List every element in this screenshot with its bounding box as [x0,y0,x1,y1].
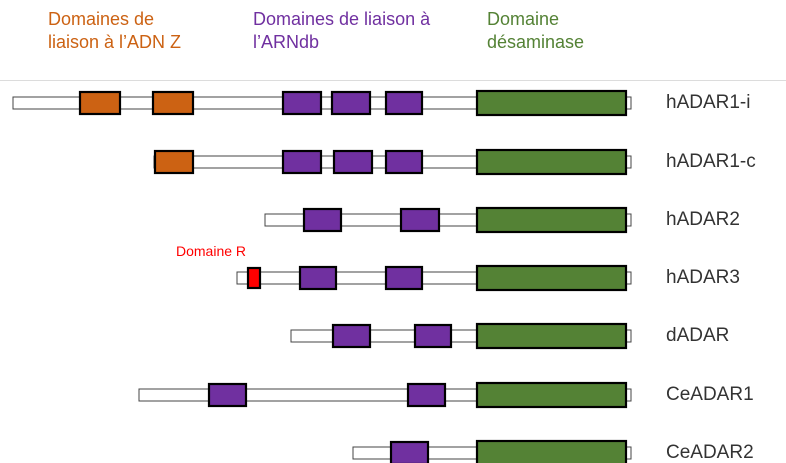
dsrbd-domain [302,207,343,233]
dsrbd-domain [281,149,323,175]
deaminase-domain [475,322,628,350]
dsrbd-domain [281,90,323,116]
protein-label: dADAR [666,325,730,346]
protein-row-hadar3 [236,264,632,292]
dsrbd-domain [384,90,424,116]
protein-row-dadar [290,322,632,350]
protein-row-hadar2 [264,206,632,234]
deaminase-domain [475,381,628,409]
dsrbd-domain [332,149,374,175]
deaminase-domain [475,439,628,463]
protein-label: hADAR1-c [666,151,756,172]
protein-label: hADAR3 [666,267,740,288]
dsrbd-domain [207,382,248,408]
zdna-domain [153,149,195,175]
protein-row-ceadar2 [352,439,632,463]
protein-row-hadar1-i [12,89,632,117]
deaminase-domain [475,206,628,234]
protein-label: CeADAR2 [666,442,754,463]
zdna-domain [78,90,122,116]
protein-label: hADAR2 [666,209,740,230]
deaminase-domain [475,264,628,292]
dsrbd-domain [399,207,441,233]
dsrbd-domain [384,149,424,175]
dsrbd-domain [413,323,453,349]
zdna-domain [151,90,195,116]
dsrbd-domain [406,382,447,408]
dsrbd-domain [298,265,338,291]
deaminase-domain [475,148,628,176]
protein-row-hadar1-c [153,148,632,176]
protein-label: hADAR1-i [666,92,751,113]
deaminase-domain [475,89,628,117]
r-domain-label: Domaine R [176,243,247,259]
legend-zdna-binding: Domaines de liaison à l’ADN Z [48,9,182,52]
dsrbd-domain [389,440,430,463]
protein-row-ceadar1 [138,381,632,409]
rdomain-domain [246,266,262,290]
legend-deaminase: Domaine désaminase [487,9,585,52]
dsrbd-domain [330,90,372,116]
dsrbd-domain [384,265,424,291]
header-divider [0,80,786,81]
dsrbd-domain [331,323,372,349]
legend-dsrna-binding: Domaines de liaison à l’ARNdb [253,9,431,52]
protein-label: CeADAR1 [666,384,754,405]
